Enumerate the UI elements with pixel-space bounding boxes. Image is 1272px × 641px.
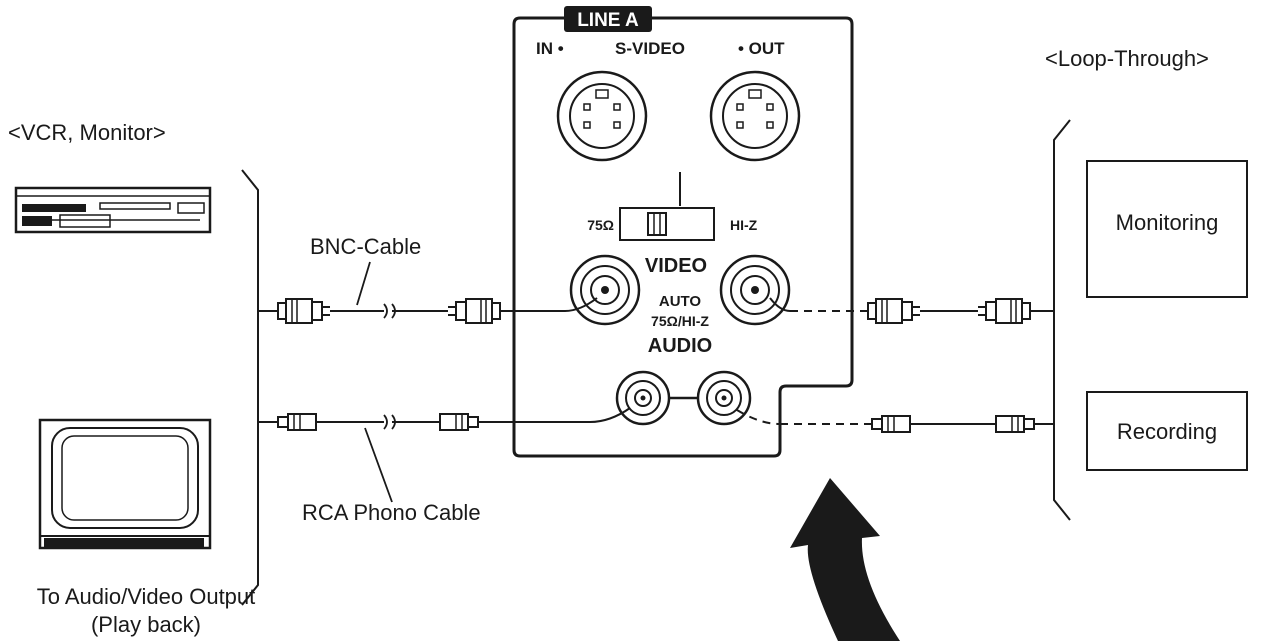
loop-through-label: <Loop-Through> (1045, 46, 1209, 71)
left-bracket (241, 169, 259, 606)
line-a-title: LINE A (577, 10, 639, 31)
right-bracket (1053, 119, 1071, 521)
switch-hiz-label: HI-Z (730, 217, 758, 233)
bnc-cable-right (769, 297, 1054, 324)
svideo-label: S-VIDEO (615, 39, 685, 58)
rca-cable-leader (364, 427, 393, 503)
recording-label: Recording (1117, 419, 1217, 444)
audio-in-rca-jack (615, 370, 671, 426)
output-label-line2: (Play back) (91, 612, 201, 637)
auto-sub-label: 75Ω/HI-Z (651, 313, 709, 329)
insertion-arrow (790, 478, 900, 641)
svideo-in-jack (556, 70, 648, 162)
rca-cable-left (258, 407, 631, 431)
monitor-icon (38, 418, 212, 550)
video-in-bnc-jack (569, 254, 641, 326)
recording-box (1086, 391, 1248, 471)
bnc-cable-leader (356, 261, 371, 306)
monitoring-label: Monitoring (1116, 210, 1219, 235)
line-a-badge (564, 6, 652, 32)
line-a-panel (512, 16, 854, 458)
audio-label: AUDIO (648, 335, 712, 357)
bnc-cable-label: BNC-Cable (310, 234, 421, 259)
impedance-switch (619, 207, 715, 241)
output-label-line1: To Audio/Video Output (37, 584, 256, 609)
rca-cable-label: RCA Phono Cable (302, 500, 481, 525)
vcr-monitor-label: <VCR, Monitor> (8, 120, 166, 145)
bnc-cable-left (258, 297, 598, 324)
vcr-icon (14, 186, 212, 234)
svideo-in-label: IN • (536, 39, 564, 58)
video-out-bnc-jack (719, 254, 791, 326)
video-label: VIDEO (645, 255, 707, 277)
audio-out-rca-jack (696, 370, 752, 426)
switch-75ohm-label: 75Ω (587, 217, 614, 233)
svideo-out-label: • OUT (738, 39, 785, 58)
monitoring-box (1086, 160, 1248, 298)
rca-cable-right (736, 409, 1054, 433)
auto-label: AUTO (659, 293, 702, 310)
svideo-out-jack (709, 70, 801, 162)
